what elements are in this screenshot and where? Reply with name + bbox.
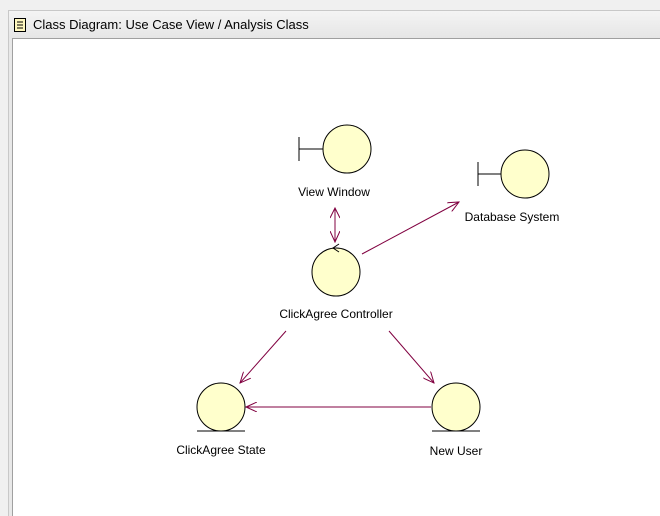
class-label: View Window [298,185,370,199]
assoc-controller-new-user[interactable] [388,330,434,383]
assoc-controller-database[interactable] [361,202,459,255]
window-left-frame [8,38,12,516]
class-label: ClickAgree State [176,443,266,457]
class-label: New User [430,444,483,458]
entity-class-new-user[interactable]: New User [430,382,483,458]
boundary-class-database-system[interactable]: Database System [465,149,560,224]
class-label: Database System [465,210,560,224]
window-titlebar[interactable]: Class Diagram: Use Case View / Analysis … [8,10,660,38]
window-title: Class Diagram: Use Case View / Analysis … [33,17,309,32]
class-label: ClickAgree Controller [279,307,392,321]
control-class-clickagree-controller[interactable]: ClickAgree Controller [279,243,393,321]
boundary-class-view-window[interactable]: View Window [298,124,372,199]
entity-class-clickagree-state[interactable]: ClickAgree State [176,382,266,457]
class-diagram-icon [14,18,26,32]
assoc-controller-state[interactable] [240,330,287,383]
